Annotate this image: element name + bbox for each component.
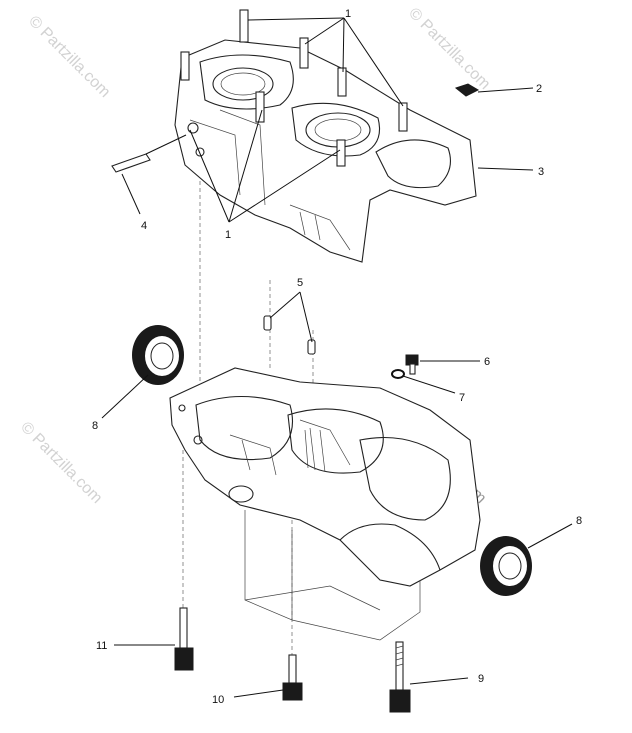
callout-1-top: 1	[345, 8, 351, 20]
callout-8-left: 8	[92, 420, 98, 432]
callout-9: 9	[478, 673, 484, 685]
callout-2: 2	[536, 83, 542, 95]
washer	[391, 369, 405, 379]
dowels	[263, 315, 316, 355]
lower-crankcase	[169, 367, 481, 587]
callout-11: 11	[96, 640, 107, 652]
drain-bolt	[405, 354, 419, 375]
seal-left	[132, 325, 184, 385]
retaining-clip	[454, 83, 480, 97]
callout-4: 4	[141, 220, 147, 232]
bolt-9	[389, 641, 411, 713]
callout-6: 6	[484, 356, 490, 368]
callout-3: 3	[538, 166, 544, 178]
callout-8-right: 8	[576, 515, 582, 527]
callout-10: 10	[212, 694, 224, 706]
bolt-11	[174, 607, 194, 671]
leader-lines	[101, 17, 573, 698]
seal-right	[480, 536, 532, 596]
phantom-box	[244, 510, 421, 641]
callouts: 1 1 2 3 4 5 6 7 8 8 9 10 11	[92, 8, 582, 706]
callout-7: 7	[459, 392, 465, 404]
bolt-10	[282, 654, 303, 701]
watermark-top-right: © Partzilla.com	[405, 5, 493, 93]
dowel-pin	[111, 134, 187, 173]
upper-crankcase	[174, 9, 477, 263]
callout-5: 5	[297, 277, 303, 289]
callout-1-bottom: 1	[225, 229, 231, 241]
watermark-top-left: © Partzilla.com	[25, 13, 113, 101]
watermark-mid-left: © Partzilla.com	[17, 419, 105, 507]
